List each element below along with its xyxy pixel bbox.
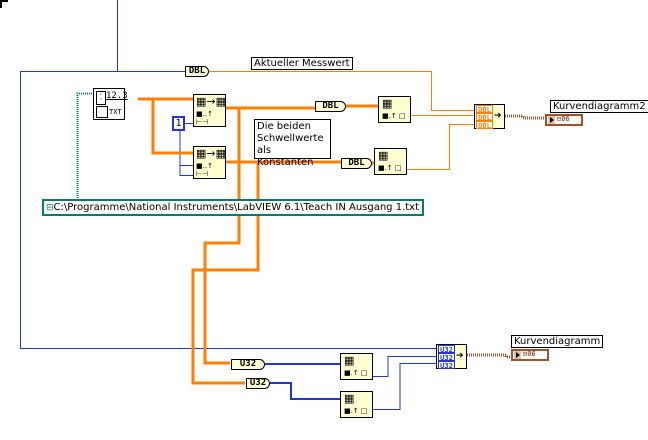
index-array-node-2[interactable]: ▦→▦ ■..↑⊢⊣	[193, 146, 226, 179]
comment-schwellwerte: Die beiden Schwellwerte als Konstanten	[254, 119, 331, 168]
wire-u32-bundle-2	[373, 356, 436, 377]
file-path-constant[interactable]: ⊟C:\Programme\National Instruments\LabVI…	[42, 199, 425, 216]
wire-cluster-2	[505, 114, 545, 120]
chart-glyph-icon: ⊟06	[557, 115, 570, 123]
bundle-arrow-icon: ➔	[456, 351, 464, 361]
bundle-port-u32-2: U32	[438, 353, 455, 362]
wire-dbl-into-bundle-3	[407, 124, 474, 170]
wire-array-v1	[203, 108, 241, 365]
index-icon: ■.↑ □	[344, 407, 368, 415]
floppy-disk-icon	[96, 106, 108, 118]
label-aktueller-messwert: Aktueller Messwert	[251, 57, 353, 70]
numeric-icon: ◦◦	[96, 91, 106, 105]
chart-glyph-icon: ⊟06	[523, 350, 536, 358]
to-u32-conversion-b[interactable]: U32	[246, 378, 270, 389]
index-icon: ■..↑⊢⊣	[196, 162, 213, 178]
to-dbl-conversion-mid[interactable]: DBL	[315, 101, 346, 112]
wire-cluster-1	[467, 353, 512, 359]
file-path-text: C:\Programme\National Instruments\LabVIE…	[53, 202, 420, 213]
array-icon: ▦	[382, 97, 393, 110]
bundle-port-dbl-3: DBL	[476, 121, 493, 130]
wire-blue-loop	[20, 71, 436, 349]
chart-terminal-kurvendiagramm[interactable]: ⊟06	[511, 349, 549, 361]
index-icon: ■.↑ □	[382, 112, 406, 120]
read-spreadsheet-bottom-text: TXT	[109, 108, 122, 116]
array-icon: ▦	[378, 149, 389, 162]
bundle-port-u32-1: U32	[438, 345, 455, 354]
index-array-node-1[interactable]: ▦→▦ ■..↑⊢⊣	[193, 94, 226, 127]
bundle-node-u32[interactable]: U32 U32 U32 ➔	[436, 344, 467, 370]
array-icon: ▦	[344, 354, 355, 367]
array-icon: ▦→▦	[196, 147, 227, 160]
index-array-node-5[interactable]: ▦ ■.↑ □	[340, 353, 373, 380]
diagram-corner-mark	[0, 0, 8, 8]
wire-dbl-top	[208, 71, 474, 111]
terminal-arrow-icon	[548, 116, 555, 124]
bundle-port-dbl-2: DBL	[476, 113, 493, 122]
wire-array-v2	[191, 162, 260, 385]
array-icon: ▦	[344, 392, 355, 405]
comment-line: Die beiden	[257, 121, 311, 132]
comment-line: Schwellwerte	[257, 133, 324, 144]
wire-blue-top	[117, 0, 186, 72]
bundle-arrow-icon: ➔	[494, 111, 502, 121]
bundle-port-dbl-1: DBL	[476, 105, 493, 114]
index-array-node-6[interactable]: ▦ ■.↑ □	[340, 391, 373, 418]
label-kurvendiagramm: Kurvendiagramm	[511, 335, 604, 348]
path-icon: ⊟	[46, 203, 54, 213]
bundle-port-u32-3: U32	[438, 361, 455, 370]
index-constant[interactable]: 1	[172, 116, 185, 131]
wire-array-branch	[151, 99, 193, 155]
comment-line: als Konstanten	[257, 145, 314, 168]
wire-u32-b-thick	[270, 382, 340, 400]
index-icon: ■.↑ □	[344, 369, 368, 377]
index-array-node-3[interactable]: ▦ ■.↑ □	[378, 96, 411, 123]
wire-u32-bundle-3	[373, 363, 436, 410]
index-array-node-4[interactable]: ▦ ■.↑ □	[374, 148, 407, 175]
bundle-node-dbl[interactable]: DBL DBL DBL ➔	[474, 104, 505, 130]
to-u32-conversion-a[interactable]: U32	[231, 359, 265, 370]
to-dbl-conversion-low[interactable]: DBL	[341, 158, 372, 169]
index-icon: ■..↑⊢⊣	[196, 110, 213, 126]
read-spreadsheet-top-text: 12.3	[106, 91, 128, 101]
index-icon: ■.↑ □	[378, 164, 402, 172]
terminal-arrow-icon	[514, 351, 521, 359]
array-icon: ▦→▦	[196, 95, 227, 108]
wire-index-2	[179, 124, 193, 176]
wire-u32-b	[270, 383, 340, 400]
chart-terminal-kurvendiagramm2[interactable]: ⊟06	[545, 114, 583, 126]
read-spreadsheet-file-node[interactable]: ◦◦ 12.3 TXT	[93, 88, 128, 120]
wire-path	[76, 92, 93, 200]
to-dbl-conversion-top[interactable]: DBL	[185, 66, 209, 77]
label-kurvendiagramm2: Kurvendiagramm2	[550, 100, 648, 113]
